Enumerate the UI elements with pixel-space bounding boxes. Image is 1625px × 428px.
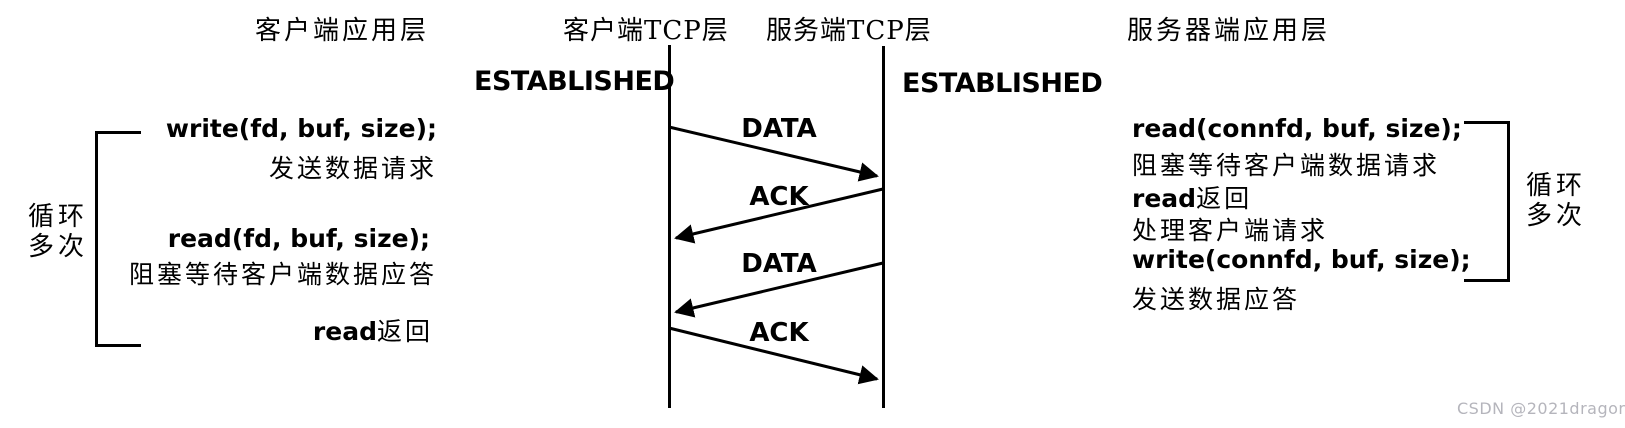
server-established-state: ESTABLISHED <box>902 68 1103 99</box>
data-arrow-client-to-server <box>668 125 879 182</box>
watermark: CSDN @2021dragon <box>1457 399 1625 418</box>
server-read-call: read(connfd, buf, size); <box>1132 114 1462 143</box>
server-read-return: read返回 <box>1132 179 1252 215</box>
server-process-desc: 处理客户端请求 <box>1132 216 1329 245</box>
server-loop-bracket <box>1464 121 1510 282</box>
data-arrow-server-to-client <box>674 261 884 318</box>
client-write-call: write(fd, buf, size); <box>165 114 437 143</box>
client-loop-label: 循环 多次 <box>28 202 88 262</box>
ack-arrow-client-to-server <box>668 326 879 385</box>
client-loop-label-line1: 循环 <box>28 202 89 232</box>
server-loop-label: 循环 多次 <box>1526 171 1586 231</box>
server-write-call: write(connfd, buf, size); <box>1132 245 1471 274</box>
client-read-return-zh: 返回 <box>376 317 433 346</box>
ack-arrow-server-to-client <box>674 187 884 244</box>
message-label-data-2: DATA <box>741 249 817 279</box>
server-loop-label-line1: 循环 <box>1526 171 1587 201</box>
message-label-ack-2: ACK <box>749 318 809 348</box>
client-read-desc: 阻塞等待客户端数据应答 <box>128 260 437 289</box>
client-established-state: ESTABLISHED <box>474 66 675 97</box>
header-client-tcp-layer: 客户端TCP层 <box>563 16 729 46</box>
message-label-ack-1: ACK <box>749 182 809 212</box>
client-loop-label-line2: 多次 <box>28 232 89 262</box>
client-write-desc: 发送数据请求 <box>268 154 437 183</box>
client-loop-bracket <box>95 131 141 347</box>
header-server-tcp-layer: 服务端TCP层 <box>766 16 932 46</box>
server-write-desc: 发送数据应答 <box>1132 285 1301 314</box>
server-read-desc: 阻塞等待客户端数据请求 <box>1132 151 1441 180</box>
client-read-call: read(fd, buf, size); <box>167 224 430 253</box>
server-read-return-code: read <box>1132 184 1197 213</box>
server-read-return-zh: 返回 <box>1196 184 1253 213</box>
header-server-app-layer: 服务器端应用层 <box>1127 16 1331 46</box>
server-loop-label-line2: 多次 <box>1526 201 1587 231</box>
message-label-data-1: DATA <box>741 114 817 144</box>
client-read-return-code: read <box>312 317 377 346</box>
client-read-return: read返回 <box>313 312 433 348</box>
header-client-app-layer: 客户端应用层 <box>255 16 430 46</box>
